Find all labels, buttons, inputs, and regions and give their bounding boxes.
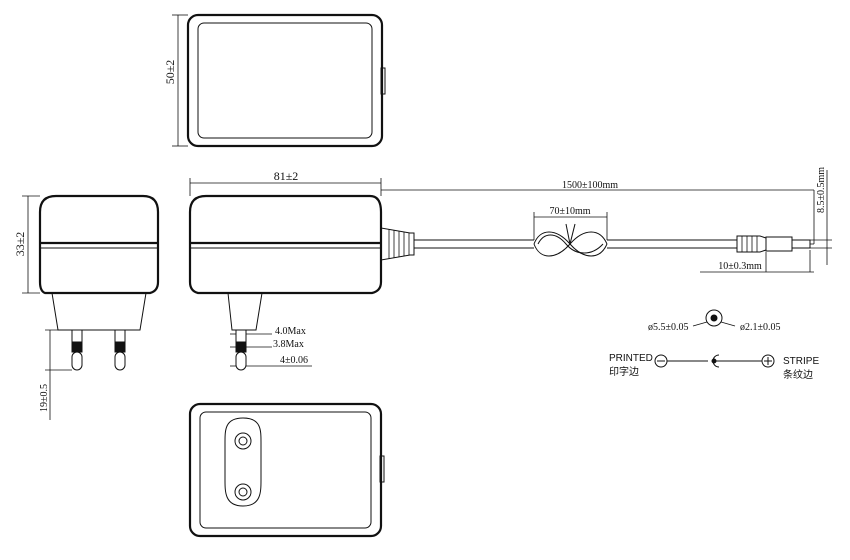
cable-knot — [533, 223, 608, 257]
pin-length-label: 19±0.5 — [39, 384, 50, 412]
front-view-outline — [188, 194, 383, 295]
top-height-label: 50±2 — [163, 60, 177, 85]
dc-plug-tip — [791, 239, 811, 249]
bottom-view-outline — [188, 402, 383, 538]
dc-plug-barrel — [765, 236, 793, 252]
front-plug-base — [227, 292, 263, 331]
tip-length-label: 10±0.3mm — [718, 261, 762, 272]
top-view-outline — [186, 13, 384, 148]
connector-outer-circle — [705, 309, 723, 327]
outer-diameter-label: ø5.5±0.05 — [648, 322, 689, 333]
pin-left-sleeve — [71, 329, 83, 343]
top-view-inner-outline — [197, 22, 373, 139]
printed-cn-label: 印字边 — [609, 365, 639, 378]
side-height-label: 33±2 — [13, 232, 27, 257]
bottom-view — [188, 402, 385, 538]
side-view-outline — [38, 194, 160, 295]
plug-base — [51, 292, 147, 331]
strain-relief — [380, 227, 415, 261]
socket-hole-top — [234, 432, 252, 450]
cable-length-label: 1500±100mm — [562, 180, 618, 191]
pin-max-2-label: 3.8Max — [273, 339, 304, 350]
stripe-cn-label: 条纹边 — [783, 368, 813, 381]
connector-detail: ø5.5±0.05 ø2.1±0.05 — [648, 309, 781, 333]
knot-length-label: 70±10mm — [549, 206, 590, 217]
plug-diameter-label: 8.5±0.5mm — [816, 167, 827, 213]
pin-max-1-label: 4.0Max — [275, 326, 306, 337]
socket-hole-bottom — [234, 483, 252, 501]
connector-inner-pin — [710, 314, 718, 322]
polarity-diagram: PRINTED 印字边 STRIPE 条纹边 — [609, 353, 819, 381]
pin-diameter-label: 4±0.06 — [280, 355, 308, 366]
plus-icon — [761, 354, 775, 368]
pin-right-sleeve — [114, 329, 126, 343]
width-label: 81±2 — [274, 169, 299, 183]
top-view-side-tab — [380, 67, 386, 95]
top-view: 50±2 — [163, 13, 386, 148]
dc-plug-relief — [736, 235, 767, 253]
printed-label: PRINTED — [609, 353, 653, 364]
side-view: 33±2 19±0.5 — [13, 194, 160, 420]
socket-recess — [224, 417, 262, 507]
front-view: 81±2 4.0Max 3.8Max 4±0.06 — [188, 167, 832, 371]
stripe-label: STRIPE — [783, 356, 819, 367]
inner-diameter-label: ø2.1±0.05 — [740, 322, 781, 333]
